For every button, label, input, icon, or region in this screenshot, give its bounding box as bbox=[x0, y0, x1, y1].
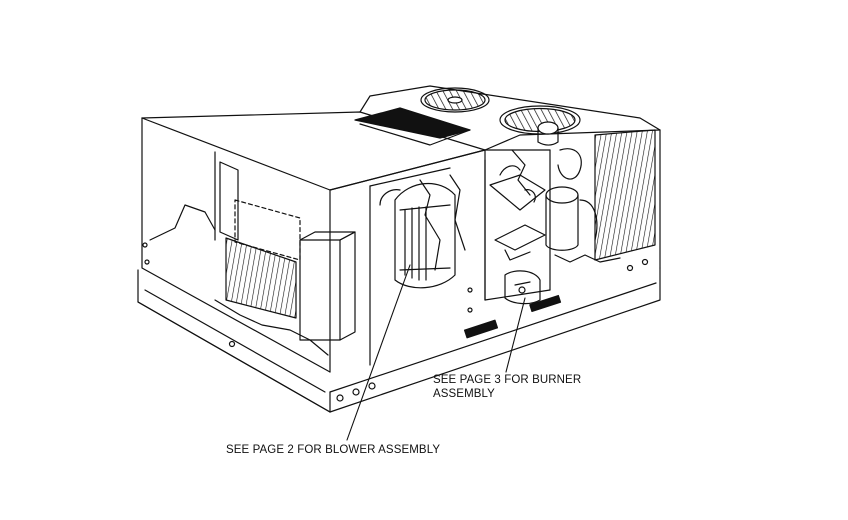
condenser-fan-right bbox=[499, 105, 581, 146]
left-cabinet bbox=[141, 111, 486, 373]
base-rail bbox=[137, 258, 661, 413]
burner-compartment bbox=[467, 149, 551, 313]
burner-callout-line-2: ASSEMBLY bbox=[433, 388, 495, 400]
top-cover bbox=[354, 85, 661, 151]
burner-assembly-callout: SEE PAGE 3 FOR BURNER ASSEMBLY bbox=[433, 373, 581, 401]
burner-callout-line-1: SEE PAGE 3 FOR BURNER bbox=[433, 374, 582, 386]
condenser-section bbox=[545, 129, 661, 291]
blower-assembly-callout: SEE PAGE 2 FOR BLOWER ASSEMBLY bbox=[226, 444, 441, 456]
leader-line-burner bbox=[505, 297, 526, 373]
leader-line-blower bbox=[346, 264, 411, 441]
condenser-fan-left bbox=[420, 87, 490, 113]
